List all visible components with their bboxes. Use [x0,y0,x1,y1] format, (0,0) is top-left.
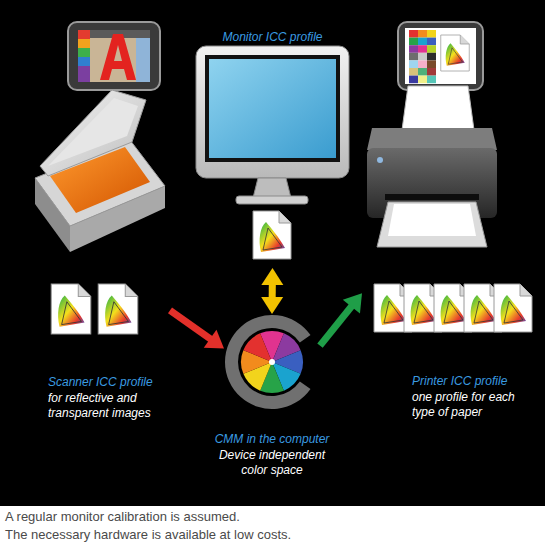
profile-heading: Scanner ICC profile [48,375,173,390]
cmm-wheel [224,314,320,410]
target-thumbnail [398,22,483,90]
monitor-illustration [196,46,349,259]
profile-note: for reflective and transparent images [48,391,173,421]
note-text: The necessary hardware is available at l… [5,526,291,543]
cmm-circle: CMM in the computerDevice independent co… [224,314,320,410]
note-text: A regular monitor calibration is assumed… [5,508,240,525]
flow-arrow [170,310,224,348]
scanner-illustration [35,90,165,252]
flow-arrow [261,268,283,314]
backdrop [0,0,545,506]
cmm-heading: CMM in the computer [197,432,347,447]
profile-note: one profile for each type of paper [412,390,527,420]
printer-profile-group: Printer ICC profileone profile for each … [362,270,532,425]
test-image-thumbnail [68,22,160,90]
monitor-profile-group: Monitor ICC profile [185,28,360,268]
printer-illustration [367,86,497,247]
profile-heading: Printer ICC profile [412,374,527,389]
flow-arrow [320,293,362,345]
cmm-note: Device independent color space [215,448,330,478]
profile-heading: Monitor ICC profile [185,30,360,45]
scanner-profile-group: Scanner ICC profilefor reflective and tr… [30,280,170,425]
